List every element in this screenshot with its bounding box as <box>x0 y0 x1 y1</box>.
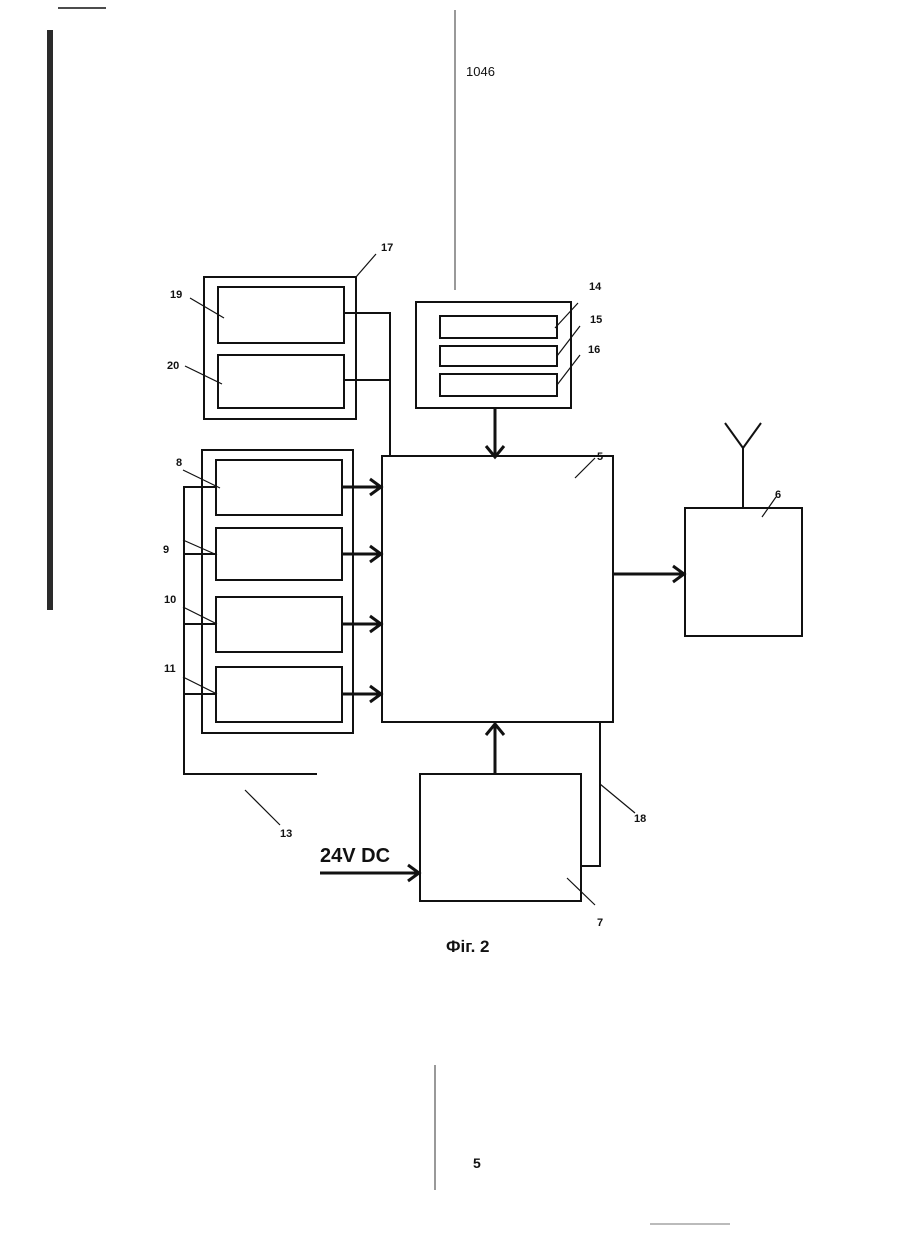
arrows-8-11-to-5 <box>342 479 381 702</box>
page-number: 5 <box>473 1155 481 1171</box>
label-10: 10 <box>164 594 176 606</box>
label-13: 13 <box>280 828 292 840</box>
label-11: 11 <box>164 663 176 675</box>
bus-13 <box>184 487 317 774</box>
label-15: 15 <box>590 314 602 326</box>
label-9: 9 <box>163 544 169 556</box>
label-16: 16 <box>588 344 600 356</box>
label-8: 8 <box>176 457 182 469</box>
figure-caption: Фіг. 2 <box>446 937 490 956</box>
label-5: 5 <box>597 451 603 463</box>
label-6: 6 <box>775 489 781 501</box>
power-input-label: 24V DC <box>320 845 390 867</box>
block-5 <box>382 456 613 722</box>
label-7: 7 <box>597 917 603 929</box>
antenna-icon <box>725 423 761 508</box>
block-10 <box>216 597 342 652</box>
header-number: 1046 <box>466 64 495 79</box>
scan-edge-bar <box>47 30 53 610</box>
block-16 <box>440 374 557 396</box>
block-15 <box>440 346 557 366</box>
block-11 <box>216 667 342 722</box>
block-19 <box>218 287 344 343</box>
block-14 <box>440 316 557 338</box>
block-8-11-group <box>202 450 353 733</box>
label-17: 17 <box>381 242 393 254</box>
block-17-group <box>204 277 356 419</box>
label-20: 20 <box>167 360 179 372</box>
label-14: 14 <box>589 281 602 293</box>
block-outer-8-11 <box>202 450 353 733</box>
line-19-to-5 <box>344 313 390 456</box>
line-18 <box>581 722 600 866</box>
block-9 <box>216 528 342 580</box>
block-20 <box>218 355 344 408</box>
block-17 <box>204 277 356 419</box>
label-18: 18 <box>634 813 646 825</box>
block-6 <box>685 508 802 636</box>
block-14-16-group <box>416 302 571 408</box>
label-19: 19 <box>170 289 182 301</box>
block-7 <box>420 774 581 901</box>
block-8 <box>216 460 342 515</box>
